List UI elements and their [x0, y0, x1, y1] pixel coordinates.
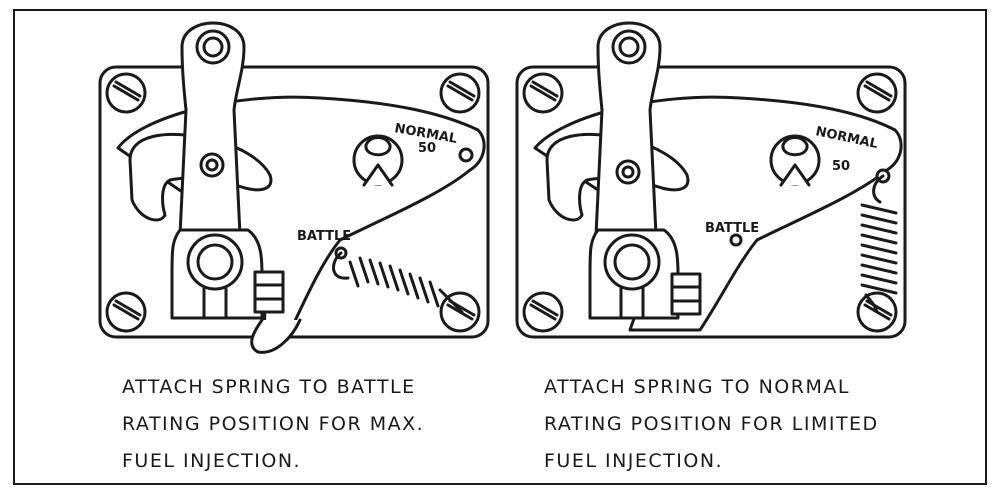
screw-icon [522, 291, 564, 333]
battle-label: BATTLE [297, 229, 351, 244]
normal-caption: ATTACH SPRING TO NORMAL RATING POSITION … [544, 369, 879, 480]
screw-icon [105, 291, 147, 333]
screw-icon [522, 72, 564, 114]
battle-label: BATTLE [705, 221, 759, 236]
caption-line: FUEL INJECTION. [544, 450, 724, 472]
throttle-tab [250, 318, 302, 354]
normal-hole [458, 147, 474, 163]
stop-clip-icon [779, 136, 811, 187]
lever-arm [594, 21, 662, 237]
hex-nut [253, 270, 285, 314]
battle-rating-diagram: NORMAL 50 BATTLE [98, 21, 490, 354]
normal-rating-diagram: NORMAL 50 BATTLE [515, 21, 907, 339]
screw-icon [856, 72, 898, 114]
battle-hole [729, 233, 743, 247]
caption-line: ATTACH SPRING TO BATTLE [122, 376, 416, 398]
caption-line: RATING POSITION FOR LIMITED [544, 413, 879, 435]
normal-value: 50 [418, 141, 436, 156]
lever-arm [178, 21, 246, 237]
screw-icon [105, 72, 147, 114]
screw-icon [439, 72, 481, 114]
stop-clip-icon [362, 136, 394, 187]
tension-spring [860, 174, 898, 314]
outer-frame [13, 9, 987, 485]
normal-value: 50 [832, 159, 850, 174]
caption-line: RATING POSITION FOR MAX. [122, 413, 425, 435]
caption-line: ATTACH SPRING TO NORMAL [544, 376, 850, 398]
battle-caption: ATTACH SPRING TO BATTLE RATING POSITION … [122, 369, 424, 480]
caption-line: FUEL INJECTION. [122, 450, 302, 472]
tension-spring [332, 251, 464, 314]
hex-nut [670, 272, 702, 316]
